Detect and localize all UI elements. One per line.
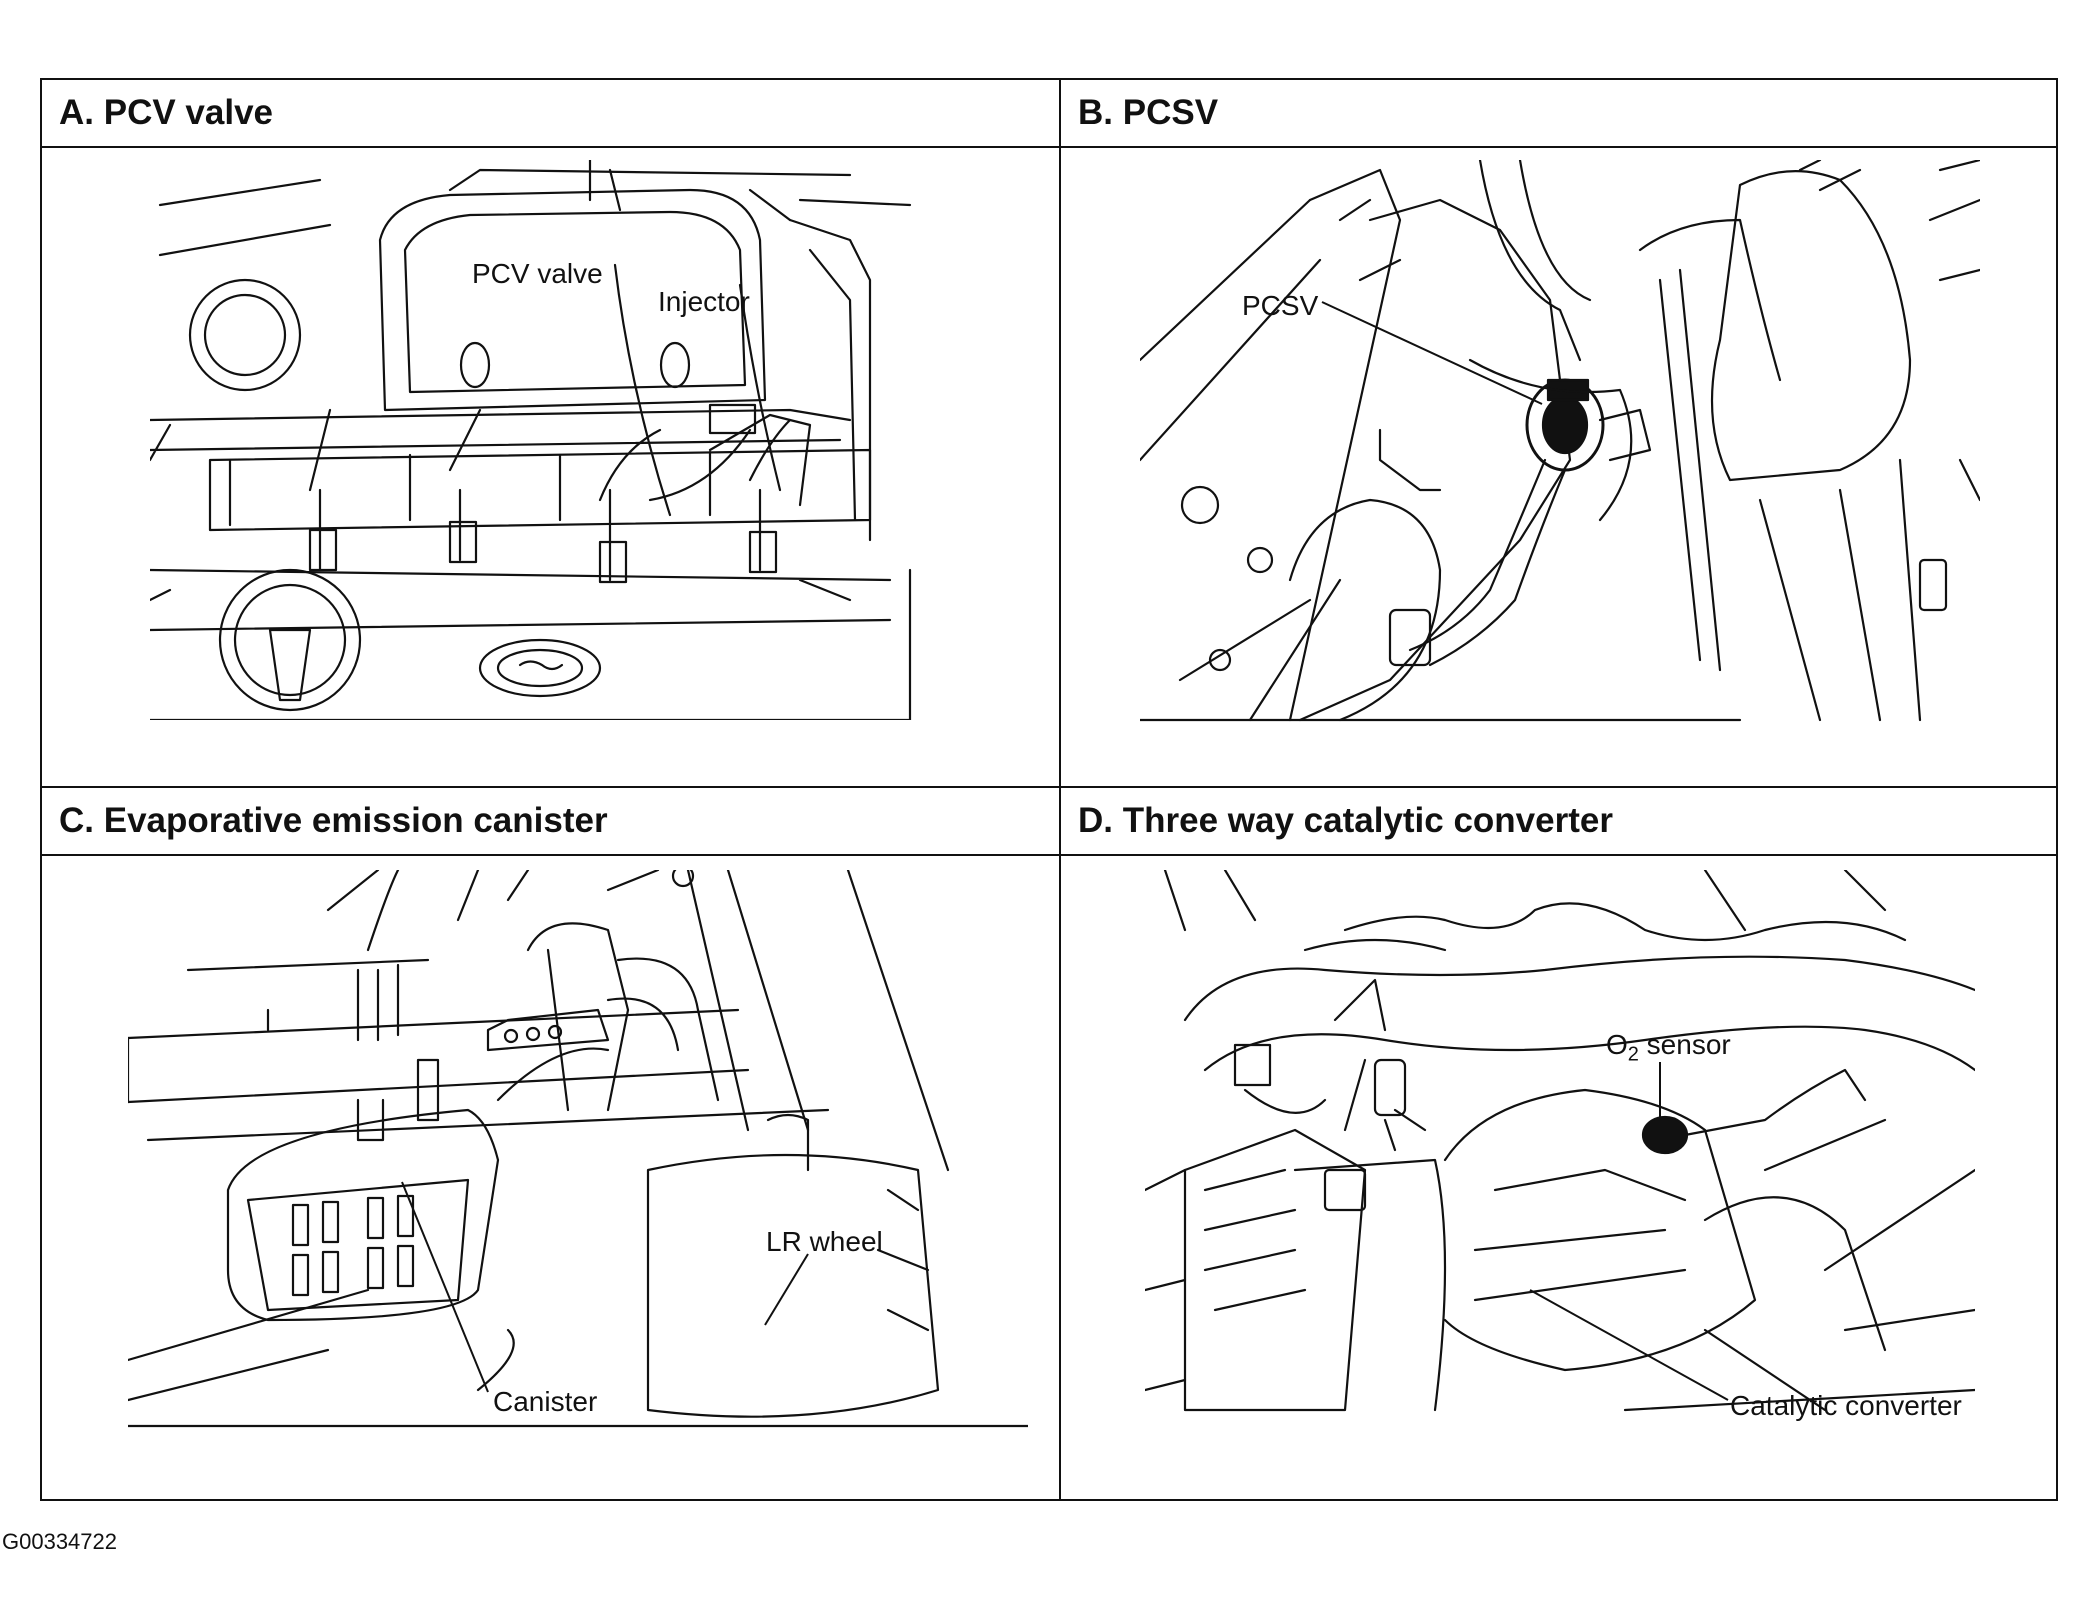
- panel-d-converter-illustration: [1145, 870, 1975, 1430]
- callout-pcsv: PCSV: [1242, 290, 1319, 321]
- panel-a-engine-illustration: [150, 160, 950, 720]
- callout-o2-sensor: O2 sensor: [1606, 1031, 1731, 1065]
- panel-d-title: D. Three way catalytic converter: [1078, 801, 1613, 840]
- panel-a-title: A. PCV valve: [59, 93, 273, 132]
- panel-d-leader-lines: [1529, 1062, 1729, 1401]
- o2-label-sensor: sensor: [1638, 1029, 1731, 1060]
- callout-canister: Canister: [493, 1386, 598, 1417]
- diagram-frame: [40, 78, 2058, 1501]
- panel-c-canister-illustration: [128, 870, 1028, 1430]
- figure-id: G00334722: [2, 1529, 117, 1554]
- row-divider: [40, 786, 2058, 788]
- vertical-divider: [1059, 78, 1061, 1501]
- panel-c-leader-lines: [401, 1181, 809, 1393]
- o2-label-subscript: 2: [1627, 1043, 1639, 1066]
- callout-lr-wheel: LR wheel: [766, 1226, 883, 1257]
- pcsv-leader-line: [1321, 301, 1543, 405]
- header-divider-bottom: [40, 854, 2058, 856]
- panel-c-title: C. Evaporative emission canister: [59, 801, 608, 840]
- panel-b-title: B. PCSV: [1078, 93, 1219, 132]
- callout-injector: Injector: [658, 286, 750, 317]
- panel-b-pcsv-illustration: [1140, 160, 1980, 730]
- o2-label-o: O: [1606, 1029, 1628, 1060]
- header-divider-top: [40, 146, 2058, 148]
- callout-catalytic-converter: Catalytic converter: [1730, 1390, 1962, 1421]
- callout-pcv-valve: PCV valve: [472, 258, 603, 289]
